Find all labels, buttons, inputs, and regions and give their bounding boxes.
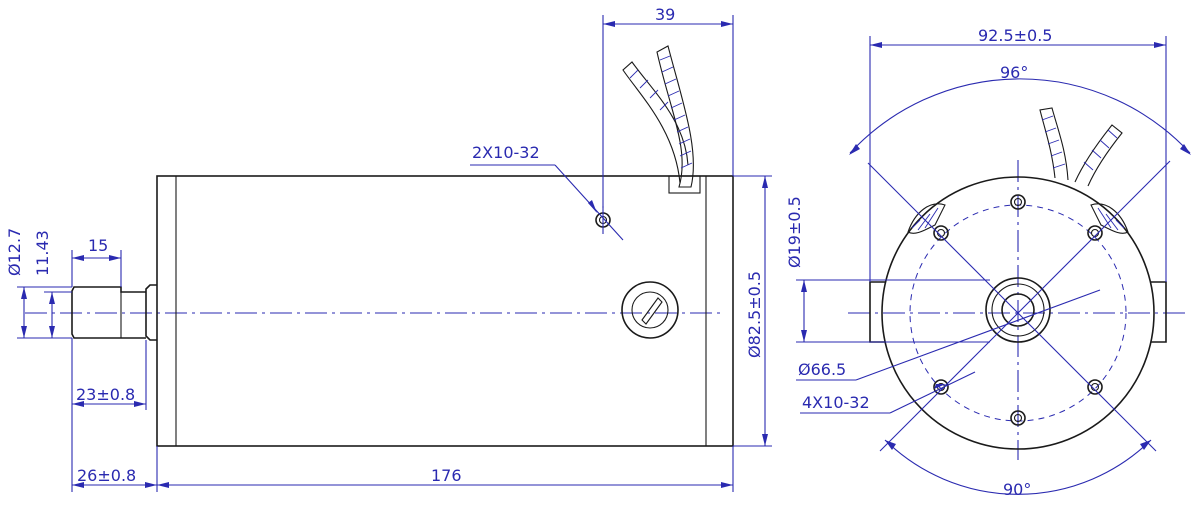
- motor-body: [156, 175, 734, 447]
- arc-angle-bottom: [884, 439, 1152, 495]
- end-body-outline: [881, 176, 1155, 450]
- label-shaft-diameter: Ø12.7: [5, 228, 24, 276]
- arc-angle-top: [849, 78, 1191, 154]
- shaft: [71, 284, 157, 341]
- label-angle-bottom: 90°: [1003, 480, 1031, 499]
- label-body-diameter: Ø82.5±0.5: [745, 271, 764, 358]
- shaft-boss-mid: [991, 283, 1045, 337]
- side-view: 2X10-32 39 Ø82.5±0.5 Ø12.7 11.43: [5, 5, 772, 492]
- end-hole-top: [1010, 194, 1026, 210]
- mount-hole-ur: [1087, 225, 1103, 241]
- end-tab-right: [1151, 281, 1167, 343]
- label-end-holes: 4X10-32: [802, 393, 870, 412]
- end-view: 96° 92.5±0.5 90° Ø19±0.5 Ø66.5 4X10-32: [785, 26, 1191, 499]
- end-hole-bottom: [1010, 410, 1026, 426]
- brush-housing-right: [1090, 203, 1129, 234]
- label-flat-length: 15: [88, 236, 108, 255]
- label-bolt-circle: Ø66.5: [798, 360, 846, 379]
- shaft-boss-outer: [985, 277, 1051, 343]
- label-boss-diameter: Ø19±0.5: [785, 196, 804, 268]
- brush-housing-left: [907, 203, 946, 234]
- mount-hole-ll: [933, 379, 949, 395]
- label-body-length: 176: [431, 466, 462, 485]
- mount-hole-ul: [933, 225, 949, 241]
- label-side-holes: 2X10-32: [472, 143, 540, 162]
- label-lead-offset: 39: [655, 5, 675, 24]
- mount-hole-lr: [1087, 379, 1103, 395]
- end-lead-wires: [1039, 107, 1123, 187]
- label-angle-top: 96°: [1000, 63, 1028, 82]
- shaft-end: [1001, 293, 1035, 327]
- lead-wires: [622, 45, 694, 188]
- brush-cap-slot: [641, 297, 663, 325]
- brush-cap-outer: [621, 281, 679, 339]
- lead-exit-block: [668, 175, 701, 194]
- label-end-width: 92.5±0.5: [978, 26, 1052, 45]
- label-shaft-total: 26±0.8: [77, 466, 136, 485]
- label-flat: 11.43: [33, 230, 52, 276]
- label-shaft-length: 23±0.8: [76, 385, 135, 404]
- brush-cap-inner: [631, 291, 669, 329]
